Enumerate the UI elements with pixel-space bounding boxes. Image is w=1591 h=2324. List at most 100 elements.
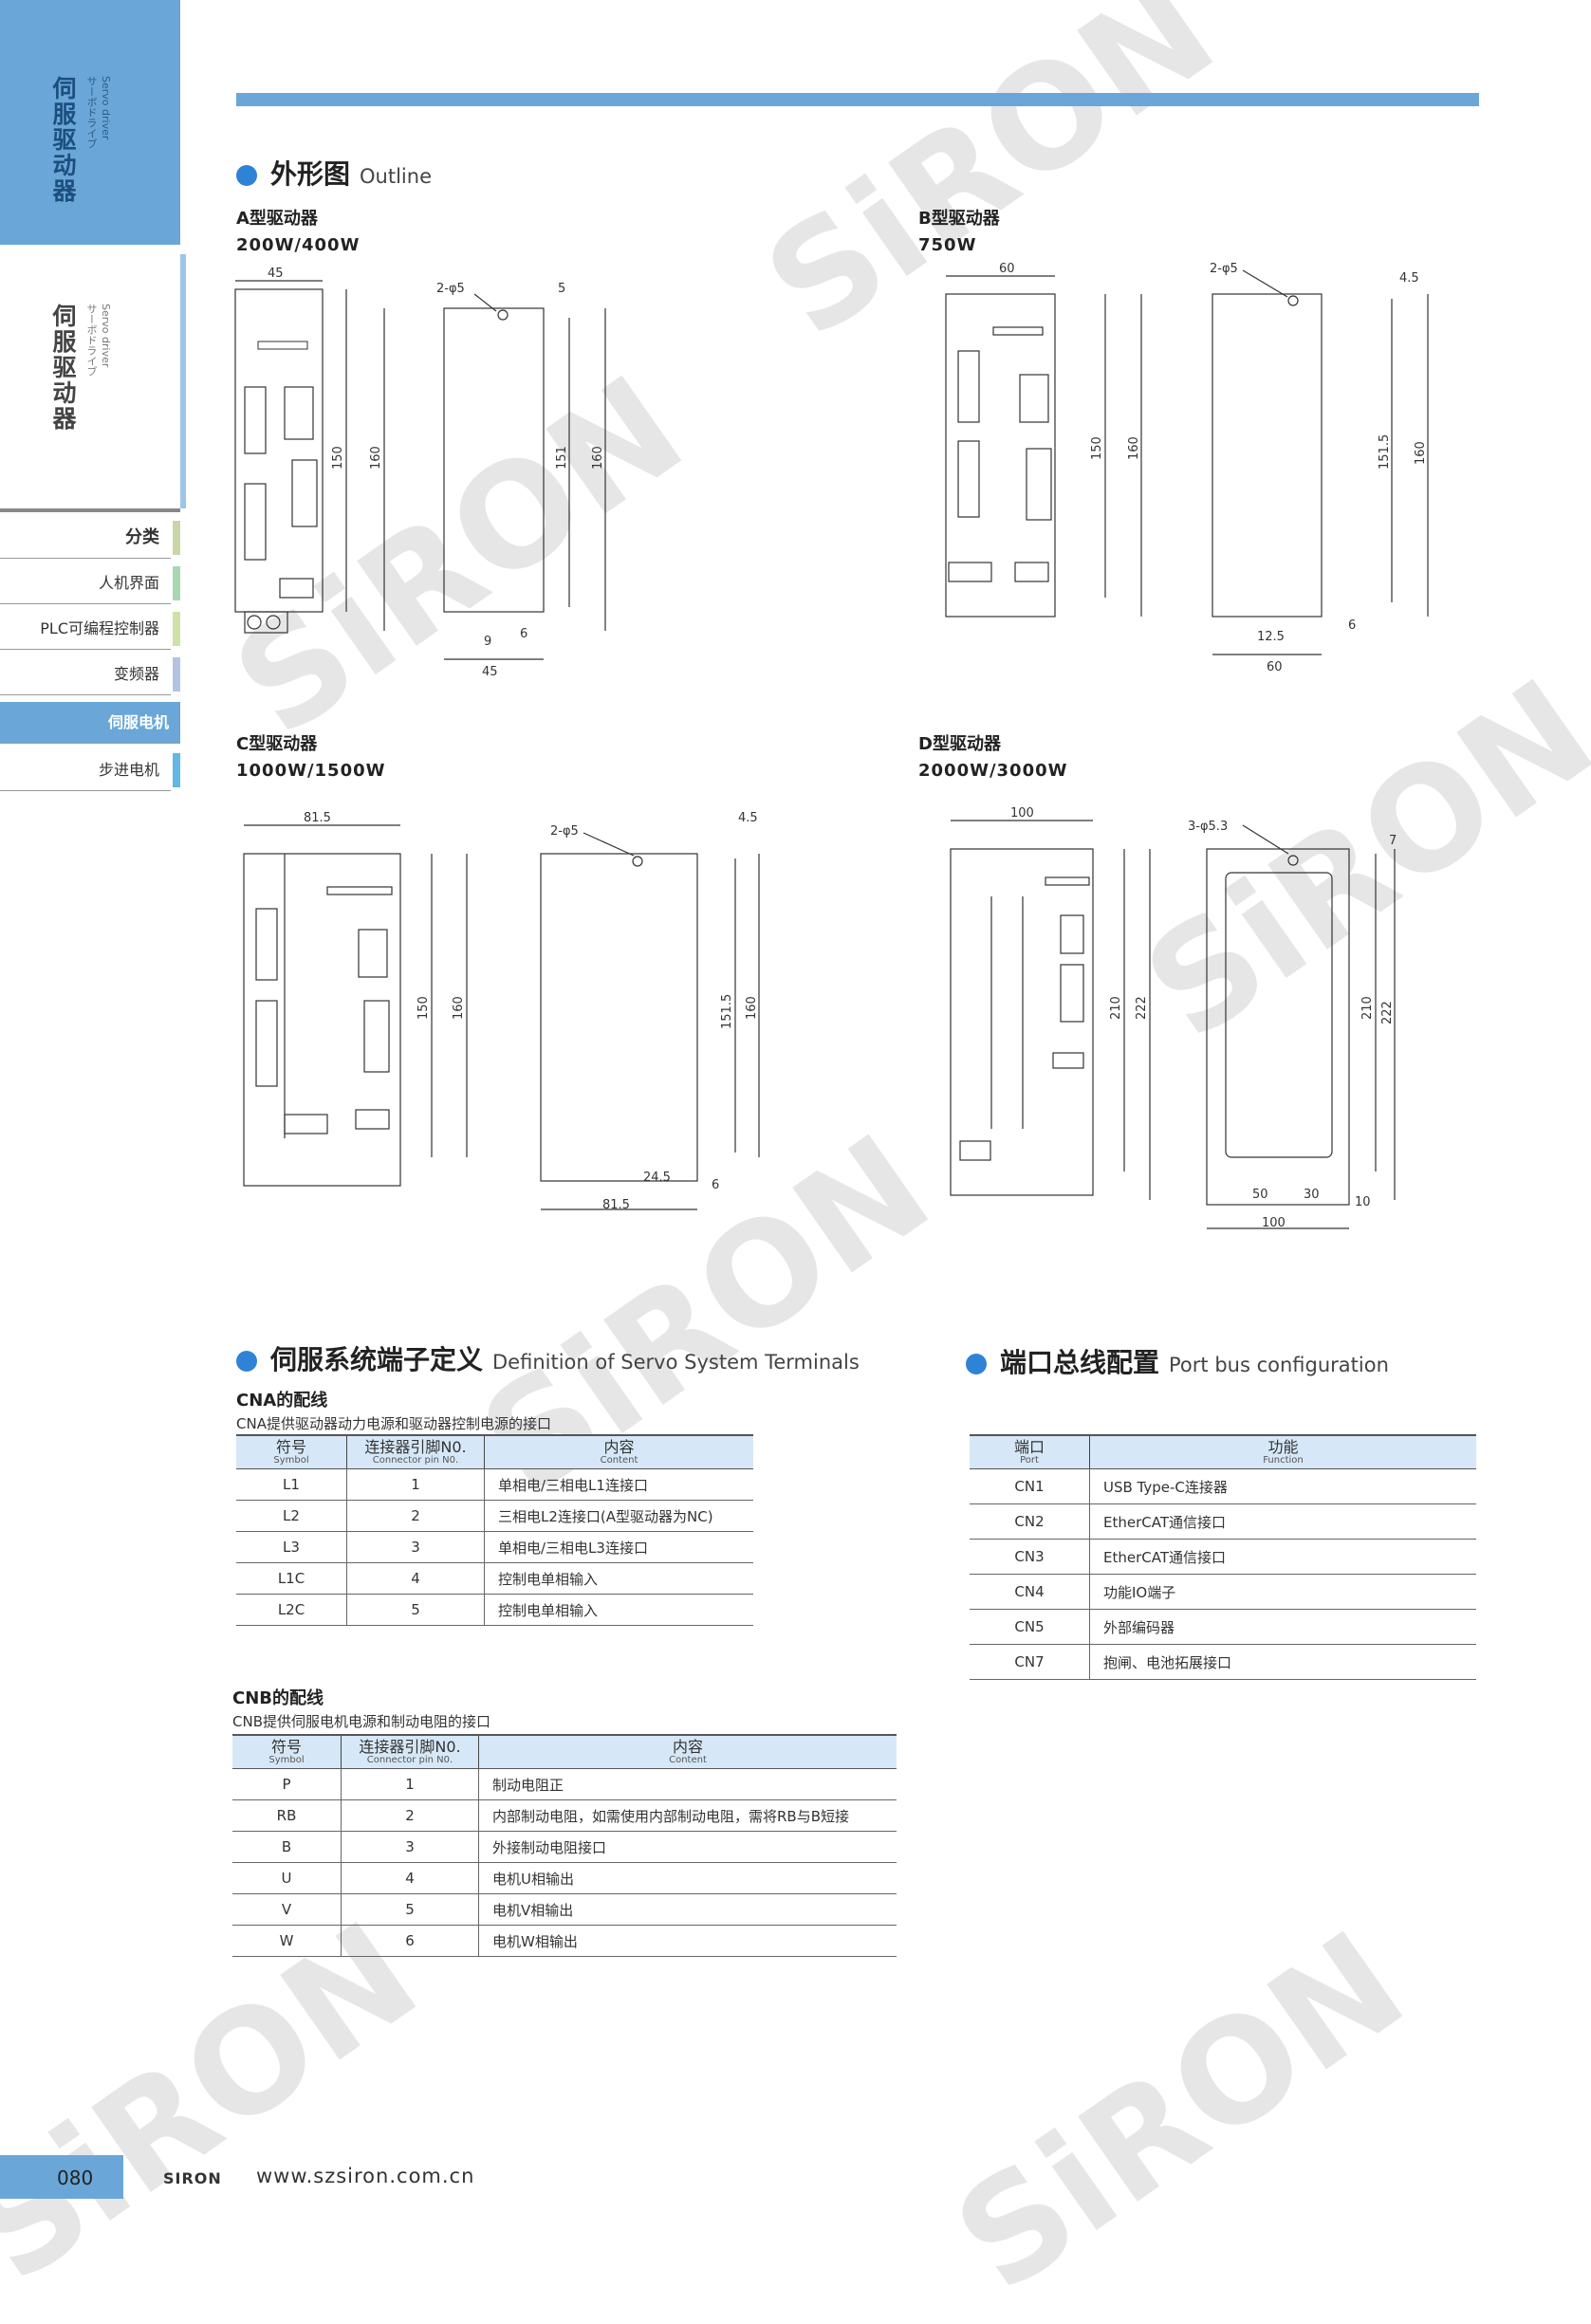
cna-title: CNA的配线 [236,1391,328,1411]
nav-label: 分类 [125,527,159,547]
nav-category[interactable]: 分类 [0,517,180,559]
cnb-desc: CNB提供伺服电机电源和制动电阻的接口 [232,1713,490,1730]
svg-text:160: 160 [1127,436,1141,460]
nav-inverter[interactable]: 变频器 [0,654,180,695]
model-a-name: A型驱动器 [236,209,318,229]
svg-text:4.5: 4.5 [1399,271,1419,286]
model-b-name: B型驱动器 [918,209,1000,229]
svg-text:50: 50 [1252,1188,1268,1202]
svg-text:160: 160 [369,446,383,470]
sidebar-active-sub-en: Servo driver [100,76,112,140]
svg-text:4.5: 4.5 [738,811,758,825]
drawing-a: 45 150 160 2-φ5 5 151 160 9 6 45 [234,267,606,679]
model-a-power: 200W/400W [236,235,361,255]
bullet-icon [236,1351,257,1372]
svg-text:6: 6 [712,1178,719,1192]
nav-label: 步进电机 [98,761,159,779]
svg-text:151: 151 [555,446,569,470]
model-d-power: 2000W/3000W [918,761,1068,781]
cnb-title: CNB的配线 [232,1688,324,1708]
drawing-c: 81.5 150 160 2-φ5 4.5 151.5 160 24.5 6 8… [243,811,760,1212]
cna-desc: CNA提供驱动器动力电源和驱动器控制电源的接口 [236,1415,551,1432]
col-pin: 连接器引脚N0.Connector pin N0. [346,1434,485,1469]
nav-label: 变频器 [113,665,159,683]
svg-text:150: 150 [1090,436,1104,460]
svg-text:151.5: 151.5 [720,994,734,1029]
svg-text:3-φ5.3: 3-φ5.3 [1188,820,1228,834]
sidebar-active-title: 伺服驱动器 [49,76,77,204]
sidebar-active-tab: 伺服驱动器 Servo driver サーボドライブ [0,0,180,245]
sidebar-title: 伺服驱动器 [49,304,77,432]
svg-text:2-φ5: 2-φ5 [436,282,465,296]
svg-text:5: 5 [558,282,565,296]
svg-text:222: 222 [1135,996,1149,1020]
footer-page-tab [0,2155,123,2199]
svg-text:100: 100 [1010,806,1034,821]
nav-servo-motor[interactable]: 伺服电机 [0,702,180,744]
nav-plc[interactable]: PLC可编程控制器 [0,608,180,650]
footer-url[interactable]: www.szsiron.com.cn [256,2165,475,2187]
svg-text:160: 160 [591,446,605,470]
svg-text:81.5: 81.5 [602,1198,630,1212]
header-bar [236,93,1479,106]
sidebar-sub-en: Servo driver [100,304,112,368]
svg-text:160: 160 [1414,441,1428,465]
svg-text:24.5: 24.5 [643,1171,671,1185]
svg-text:30: 30 [1304,1188,1320,1202]
svg-text:210: 210 [1109,996,1123,1020]
footer-logo: SIRON [163,2169,222,2187]
svg-text:12.5: 12.5 [1257,630,1285,644]
model-c-power: 1000W/1500W [236,761,386,781]
col-pin: 连接器引脚N0.Connector pin N0. [341,1734,479,1769]
page-number: 080 [57,2167,94,2189]
nav-label: PLC可编程控制器 [40,619,159,637]
watermark: SiRON [927,1901,1434,2324]
svg-text:150: 150 [331,446,345,470]
sidebar-active-sub-jp: サーボドライブ [85,76,98,149]
svg-text:210: 210 [1360,996,1375,1020]
svg-text:160: 160 [452,996,466,1020]
svg-text:60: 60 [1267,660,1283,674]
drawing-d: 100 210 222 3-φ5.3 7 210 222 50 30 10 10… [950,806,1397,1230]
nav-stepper[interactable]: 步进电机 [0,749,180,791]
model-b-power: 750W [918,235,977,255]
bullet-icon [966,1354,987,1374]
model-c-name: C型驱动器 [236,734,318,754]
svg-text:100: 100 [1262,1216,1286,1230]
nav-hmi[interactable]: 人机界面 [0,563,180,604]
svg-text:160: 160 [745,996,759,1020]
svg-text:45: 45 [268,267,284,281]
svg-text:2-φ5: 2-φ5 [1210,262,1238,276]
svg-text:45: 45 [482,665,498,679]
